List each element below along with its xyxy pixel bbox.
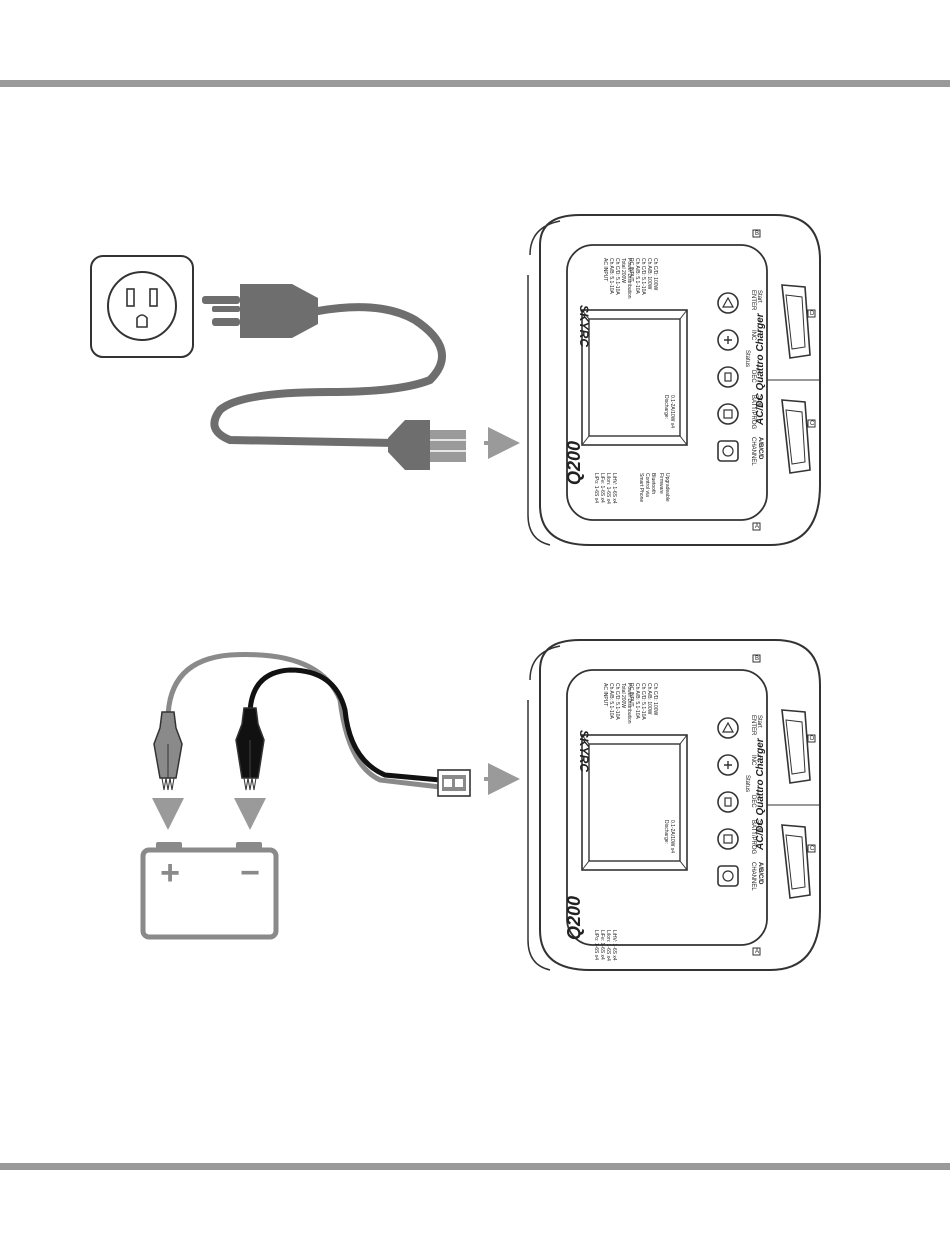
port-b-label: B xyxy=(755,231,759,237)
ac-input-line: Ch C/D: 5.1-10A xyxy=(614,258,620,295)
ac-input-line: Power Distribution xyxy=(626,258,632,299)
ac-input-line: AC INPUT xyxy=(602,683,608,706)
xt60-connector-icon xyxy=(437,769,471,797)
channel-button-label: CHANNEL xyxy=(750,437,756,466)
negative-clip-icon xyxy=(235,707,265,791)
ac-input-line: Ch A/B: 5.1-10A xyxy=(608,683,614,720)
positive-clip-icon xyxy=(153,711,183,791)
dec-button-label: DEC xyxy=(750,370,756,383)
dc-input-line: Ch C/D: 5.1-10A xyxy=(640,683,646,720)
inc-button-sub: + xyxy=(756,330,762,334)
feature-line: Bluetooth xyxy=(650,473,656,494)
status-label: Status xyxy=(744,350,750,367)
dc-input-line: Ch C/D: 100W xyxy=(652,683,658,716)
batt-prog-button-label: BATT/PROG xyxy=(750,395,756,430)
battery-spec-line: LiHV: 1-6S x4 xyxy=(611,473,617,504)
dc-input-line: Ch A/B: 5.1-10A xyxy=(634,258,640,295)
status-label: Status xyxy=(744,775,750,792)
discharge-line: 0.1-2A/10W x4 xyxy=(669,395,675,428)
dc-input-line: Ch A/B: 100W xyxy=(646,258,652,290)
battery-spec-line: LiFe: 1-6S x4 xyxy=(599,473,605,503)
feature-line: Control via xyxy=(644,473,650,497)
discharge-line: Discharge: xyxy=(663,820,669,844)
port-c-label: C xyxy=(810,846,815,852)
inc-button-sub: + xyxy=(756,755,762,759)
charger-top: Q200 SKYRC AC/DC Quattro Charger AC INPU… xyxy=(527,214,821,546)
charger-brand: SKYRC xyxy=(577,730,591,772)
inc-button-label: INC xyxy=(750,330,756,341)
feature-line: Firmware xyxy=(658,473,664,494)
dc-input-line: Ch A/B: 100W xyxy=(646,683,652,715)
ac-input-line: Total 200W xyxy=(620,683,626,708)
channel-button-label: CHANNEL xyxy=(750,862,756,891)
battery-spec-line: LiIon: 1-6S x4 xyxy=(605,930,611,961)
enter-button-sub: Start xyxy=(756,290,762,303)
ac-plug-icon xyxy=(202,284,318,338)
ac-input-line: AC INPUT xyxy=(602,258,608,281)
enter-button-sub: Start xyxy=(756,715,762,728)
battery-spec-line: LiPo: 1-6S x4 xyxy=(593,473,599,503)
batt-prog-button-sub: Stop xyxy=(756,820,762,833)
ac-input-line: Total 200W xyxy=(620,258,626,283)
battery-spec-line: LiHV: 1-6S x4 xyxy=(611,930,617,961)
feature-line: Smart Phone xyxy=(638,473,644,502)
batt-prog-button-sub: Stop xyxy=(756,395,762,408)
dc-connector-icon xyxy=(388,420,466,470)
ac-input-line: Power Distribution xyxy=(626,683,632,724)
channel-button-sub: A/B/C/D xyxy=(757,437,763,460)
battery-positive-sign: + xyxy=(160,854,180,892)
dec-button-label: DEC xyxy=(750,795,756,808)
port-c-label: C xyxy=(810,421,815,427)
port-a-label: A xyxy=(755,949,759,955)
charger-product-name: AC/DC Quattro Charger xyxy=(755,312,766,426)
port-a-label: A xyxy=(755,524,759,530)
inc-button-label: INC xyxy=(750,755,756,766)
charger-model: Q200 xyxy=(564,896,584,940)
batt-prog-button-label: BATT/PROG xyxy=(750,820,756,855)
charger-bottom: Q200 SKYRC AC/DC Quattro Charger xyxy=(527,639,821,971)
dc-input-line: Ch C/D: 5.1-10A xyxy=(640,258,646,295)
top-divider xyxy=(0,80,950,87)
discharge-line: Discharge: xyxy=(663,395,669,419)
feature-line: Upgradeable xyxy=(664,473,670,502)
ac-cable xyxy=(210,303,446,447)
charger-product-name: AC/DC Quattro Charger xyxy=(755,737,766,851)
dc-input-line: DC INPUT xyxy=(628,258,634,282)
channel-button-sub: A/B/C/D xyxy=(757,862,763,885)
battery-spec-line: LiPo: 1-6S x4 xyxy=(593,930,599,960)
port-d-label: D xyxy=(810,311,815,317)
dc-input-line: Ch C/D: 100W xyxy=(652,258,658,291)
port-d-label: D xyxy=(810,736,815,742)
ac-input-line: Ch C/D: 5.1-10A xyxy=(614,683,620,720)
wall-outlet-icon xyxy=(90,255,194,358)
charger-model: Q200 xyxy=(564,441,584,485)
charger-brand: SKYRC xyxy=(577,305,591,347)
dec-button-sub: - xyxy=(756,370,762,372)
bottom-divider xyxy=(0,1163,950,1170)
battery-icon: + − xyxy=(140,842,279,940)
battery-spec-line: LiFe: 1-6S x4 xyxy=(599,930,605,960)
battery-spec-line: LiIon: 1-6S x4 xyxy=(605,473,611,504)
port-b-label: B xyxy=(755,656,759,662)
dc-input-line: Ch A/B: 5.1-10A xyxy=(634,683,640,720)
battery-negative-sign: − xyxy=(240,854,260,892)
enter-button-label: ENTER xyxy=(750,715,756,736)
enter-button-label: ENTER xyxy=(750,290,756,311)
negative-lead-cable xyxy=(247,667,441,783)
discharge-line: 0.1-2A/10W x4 xyxy=(669,820,675,853)
dec-button-sub: - xyxy=(756,795,762,797)
ac-input-line: Ch A/B: 5.1-10A xyxy=(608,258,614,295)
dc-input-line: DC INPUT xyxy=(628,683,634,707)
positive-lead-cable xyxy=(165,652,441,790)
